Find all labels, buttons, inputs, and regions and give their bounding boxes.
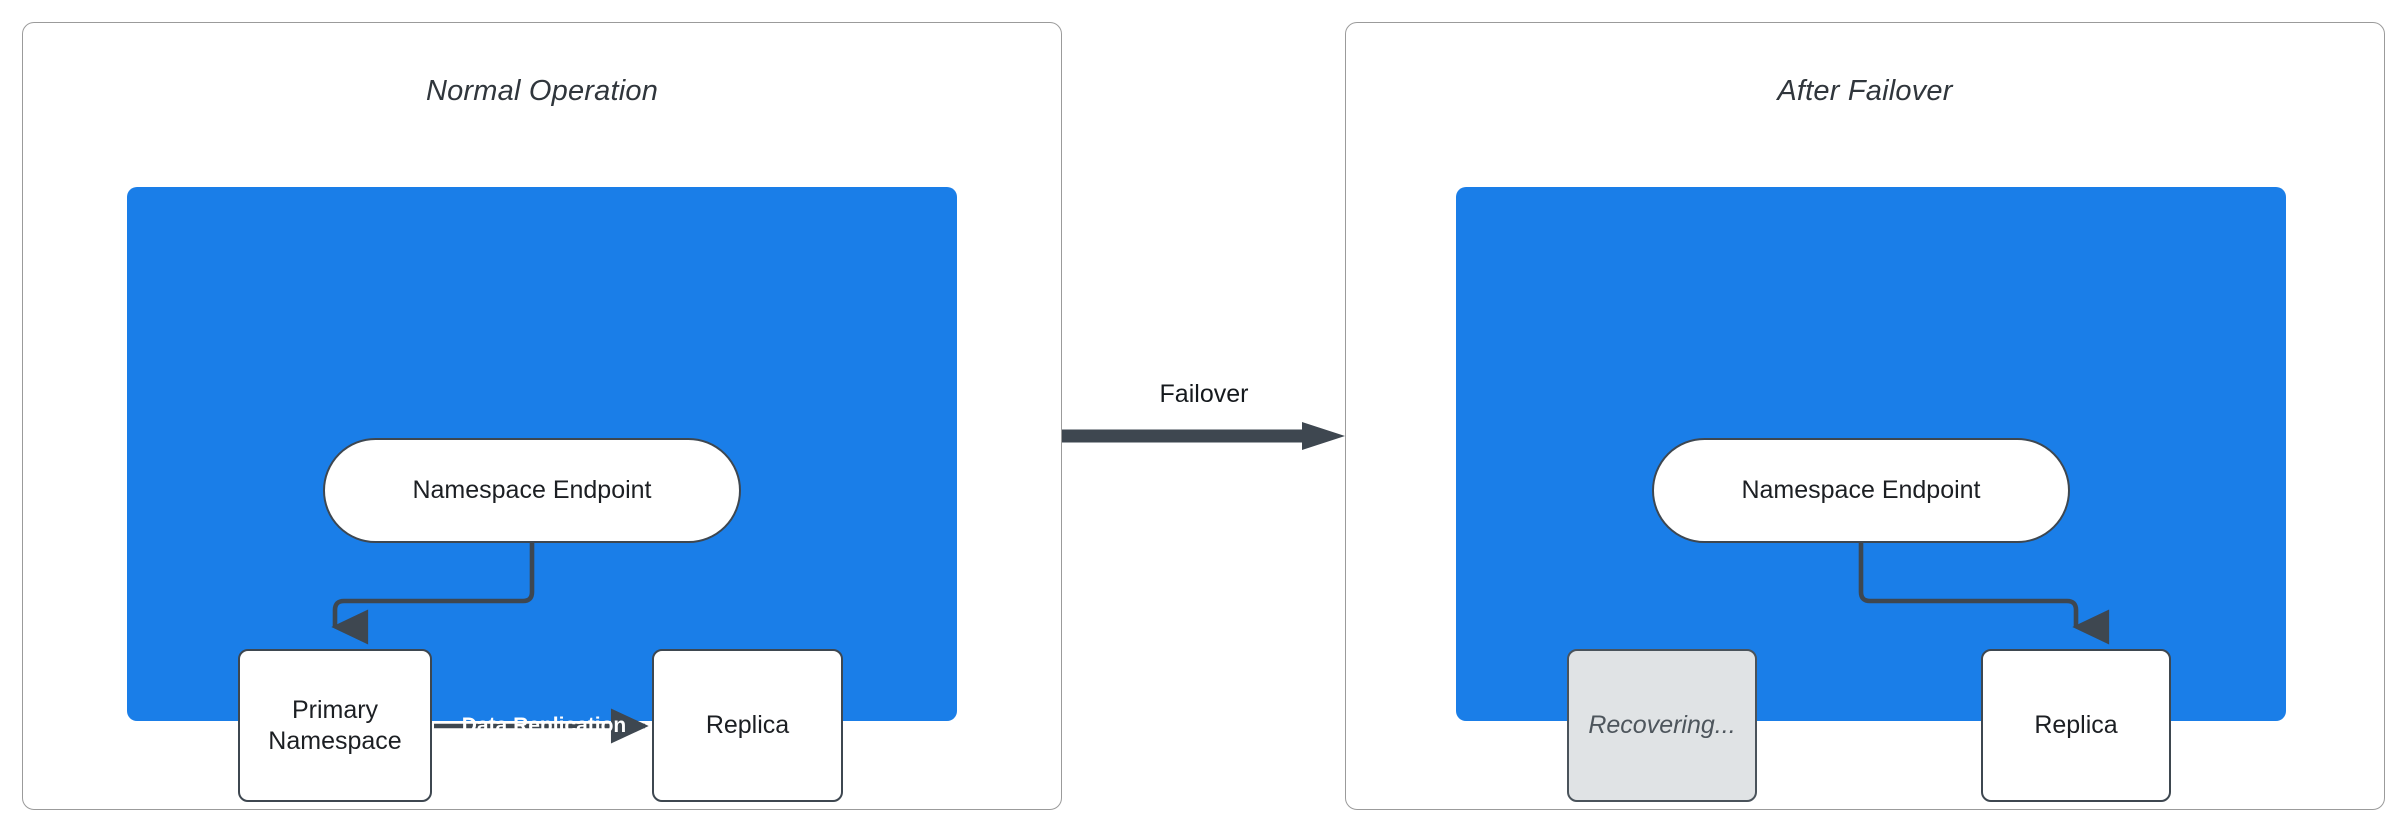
- node-namespace-endpoint-primary[interactable]: Namespace Endpoint: [323, 438, 741, 543]
- node-replica-secondary[interactable]: Replica: [652, 649, 843, 802]
- panel-title-normal-operation: Normal Operation: [425, 75, 659, 107]
- node-replica-promoted[interactable]: Replica: [1981, 649, 2171, 802]
- region-primary-cluster: Data Replication Namespace Endpoint Prim…: [127, 187, 957, 802]
- edge-label-data-replication: Data Replication: [461, 714, 627, 737]
- node-namespace-endpoint-failover[interactable]: Namespace Endpoint: [1652, 438, 2070, 543]
- node-primary-namespace-line2: Namespace: [268, 726, 402, 755]
- region-failover-cluster: Namespace Endpoint Recovering... Replica: [1456, 187, 2286, 802]
- node-primary-namespace[interactable]: Primary Namespace: [238, 649, 432, 802]
- node-recovering[interactable]: Recovering...: [1567, 649, 1757, 802]
- right-arrow-icon: [1062, 422, 1345, 450]
- node-primary-namespace-line1: Primary: [291, 696, 379, 724]
- failover-transition: Failover: [1062, 380, 1346, 490]
- failover-label: Failover: [1159, 380, 1249, 408]
- panel-after-failover: After Failover Namespace Endpoint Recove…: [1345, 22, 2385, 810]
- panel-normal-operation: Normal Operation Da: [22, 22, 1062, 810]
- panel-title-after-failover: After Failover: [1777, 75, 1953, 107]
